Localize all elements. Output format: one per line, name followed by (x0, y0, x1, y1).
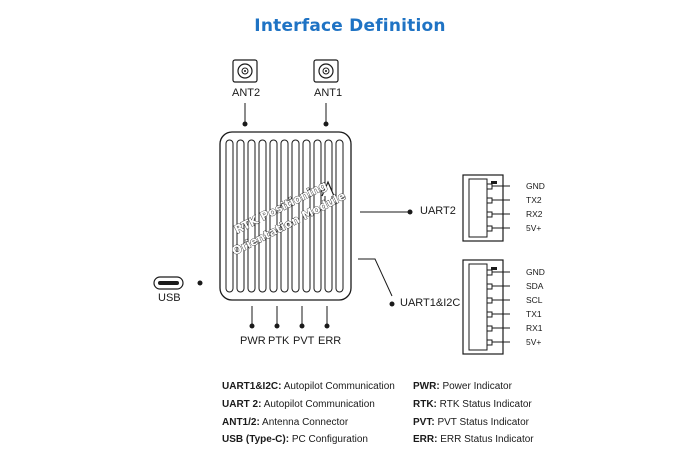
ptk-led-label: PTK (268, 335, 290, 347)
legend-item: UART 2: Autopilot Communication (222, 399, 375, 410)
uart1-pin-sda: SDA (526, 281, 544, 291)
legend-value: PVT Status Indicator (437, 417, 529, 428)
uart1-pin-rx1: RX1 (526, 323, 543, 333)
legend-item: ANT1/2: Antenna Connector (222, 417, 348, 428)
legend-item: ERR: ERR Status Indicator (413, 434, 534, 445)
legend-key: UART1&I2C: (222, 381, 282, 392)
err-led-label: ERR (318, 335, 342, 347)
legend-key: PWR: (413, 381, 440, 392)
pvt-led-label: PVT (293, 335, 315, 347)
uart2-pin-tx2: TX2 (526, 195, 542, 205)
ant2-label: ANT2 (232, 87, 261, 99)
legend-item: PWR: Power Indicator (413, 381, 512, 392)
usb-c-connector-icon (153, 276, 184, 290)
uart2-pin-rx2: RX2 (526, 209, 543, 219)
uart2-label: UART2 (420, 205, 456, 217)
legend-item: PVT: PVT Status Indicator (413, 417, 529, 428)
uart1-pin-tx1: TX1 (526, 309, 542, 319)
legend-value: PC Configuration (291, 434, 368, 445)
uart1-pin-5v: 5V+ (526, 337, 542, 347)
legend-value: RTK Status Indicator (439, 399, 532, 410)
legend-key: PVT: (413, 417, 435, 428)
ant1-connector-icon (313, 59, 339, 83)
legend-item: RTK: RTK Status Indicator (413, 399, 532, 410)
legend-value: Autopilot Communication (283, 381, 395, 392)
uart2-connector (462, 174, 510, 242)
ant1-label: ANT1 (314, 87, 343, 99)
uart2-pin-gnd: GND (526, 181, 545, 191)
legend-key: UART 2: (222, 399, 262, 410)
legend-value: Antenna Connector (262, 417, 349, 428)
ant2-connector-icon (232, 59, 258, 83)
uart1-i2c-connector (462, 259, 510, 355)
rtk-module-body: RTK Positioning Orientation Module (219, 131, 352, 301)
usb-label: USB (158, 292, 181, 304)
diagram-title: Interface Definition (254, 16, 446, 36)
uart2-pin-5v: 5V+ (526, 223, 542, 233)
legend-key: ANT1/2: (222, 417, 260, 428)
legend-item: USB (Type-C): PC Configuration (222, 434, 368, 445)
uart1-pin-gnd: GND (526, 267, 545, 277)
legend-value: ERR Status Indicator (440, 434, 534, 445)
legend-key: RTK: (413, 399, 437, 410)
uart1-pin-scl: SCL (526, 295, 543, 305)
legend-key: USB (Type-C): (222, 434, 290, 445)
legend-item: UART1&I2C: Autopilot Communication (222, 381, 395, 392)
legend-value: Power Indicator (442, 381, 512, 392)
legend-value: Autopilot Communication (263, 399, 375, 410)
legend-key: ERR: (413, 434, 438, 445)
uart1-i2c-label: UART1&I2C (400, 297, 461, 309)
pwr-led-label: PWR (240, 335, 266, 347)
